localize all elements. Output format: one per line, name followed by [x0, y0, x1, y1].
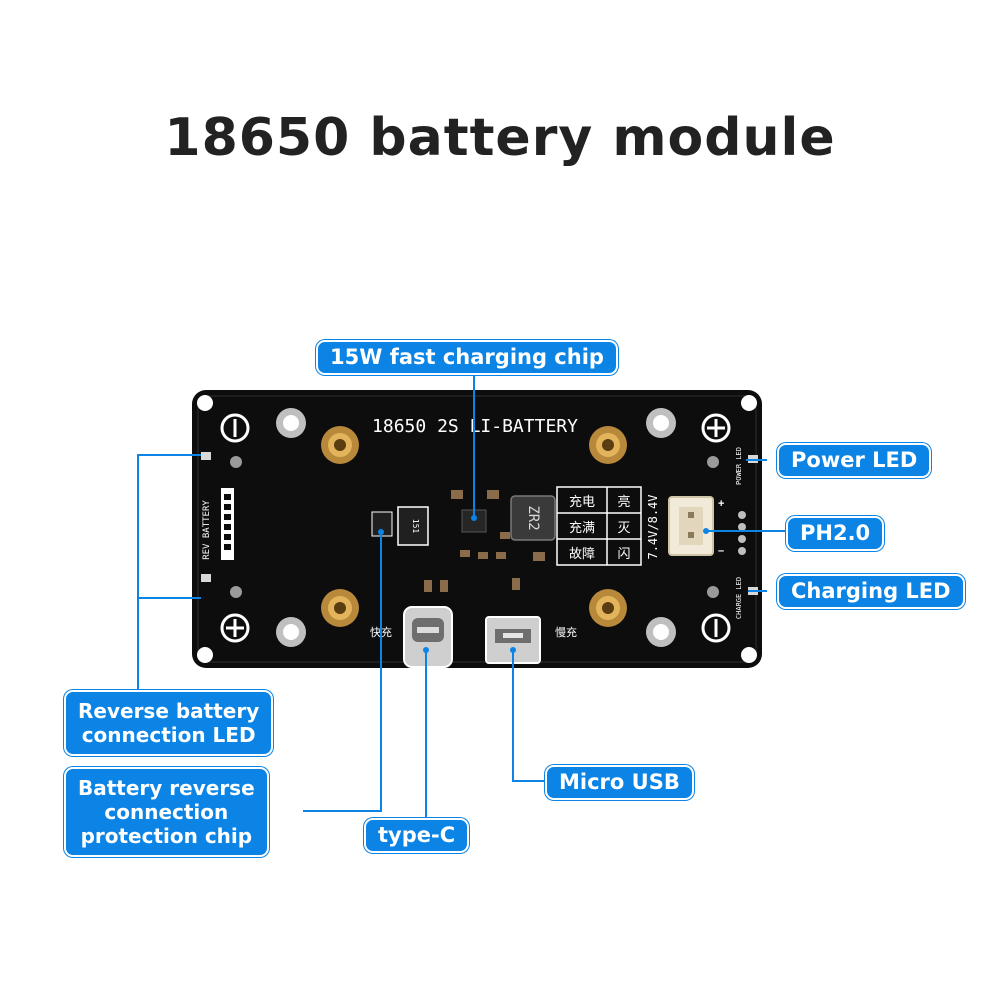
- charging-led-callout: Charging LED: [777, 574, 965, 610]
- slow-charge-silk: 慢充: [555, 625, 577, 639]
- reverse-led-line-2: connection LED: [81, 723, 256, 747]
- status-cell-1-1: 灭: [617, 520, 630, 535]
- small-components: [424, 490, 545, 592]
- status-cell-0-0: 充电: [569, 494, 595, 509]
- mounting-holes: [276, 408, 676, 647]
- silkscreen-title: 18650 2S LI-BATTERY: [372, 416, 578, 437]
- brass-standoffs: [321, 426, 627, 627]
- leader-dots: [378, 515, 709, 653]
- charge-led-silk: CHARGE LED: [735, 577, 743, 619]
- reverse-led-bottom: [201, 574, 211, 582]
- svg-text:+: +: [718, 498, 724, 510]
- ph2-callout: PH2.0: [786, 516, 885, 552]
- type-c-callout: type-C: [364, 818, 470, 854]
- micro-usb-callout: Micro USB: [545, 765, 694, 801]
- status-cell-2-0: 故障: [569, 546, 595, 561]
- fast-charging-chip-callout: 15W fast charging chip: [316, 340, 618, 376]
- power-led-silk: POWER LED: [735, 447, 743, 485]
- leader-lines: [137, 373, 787, 820]
- corner-holes: [197, 395, 757, 663]
- status-cell-1-0: 充满: [569, 520, 595, 535]
- inductor: [510, 495, 556, 541]
- reverse-led-top: [201, 452, 211, 460]
- reverse-led-line-1: Reverse battery: [78, 699, 260, 723]
- reverse-chip-callout: Battery reverse connection protection ch…: [64, 767, 269, 857]
- status-cell-0-1: 亮: [617, 494, 630, 509]
- reverse-chip-line-1: Battery reverse: [78, 776, 255, 800]
- rev-battery-label: REV BATTERY: [202, 500, 212, 560]
- reverse-led-callout: Reverse battery connection LED: [64, 690, 274, 756]
- power-led-callout: Power LED: [777, 443, 932, 479]
- svg-text:–: –: [718, 545, 724, 557]
- diode-mark: 151: [411, 519, 420, 534]
- inductor-mark: ZR2: [525, 505, 541, 530]
- reverse-chip-line-2: connection: [104, 800, 229, 824]
- diode: [397, 506, 429, 546]
- status-cell-2-1: 闪: [617, 546, 630, 561]
- page-title: 18650 battery module: [164, 108, 836, 168]
- reverse-warning-marks: [224, 494, 231, 550]
- voltage-label: 7.4V/8.4V: [646, 494, 660, 559]
- reverse-chip-line-3: protection chip: [80, 824, 253, 848]
- polarity-marks: [220, 413, 731, 643]
- status-table: 充电 亮 充满 灭 故障 闪: [556, 486, 642, 566]
